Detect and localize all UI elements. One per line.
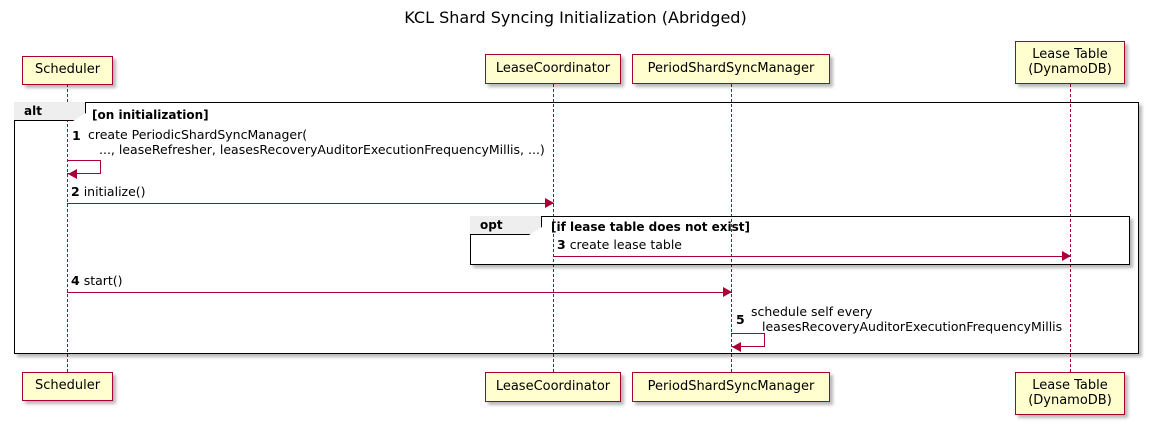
message-5-text-line2: leasesRecoveryAuditorExecutionFrequencyM…	[762, 319, 1063, 334]
message-4-arrowhead	[723, 287, 732, 297]
message-2-label: 2 initialize()	[71, 184, 146, 200]
message-4-text: start()	[83, 273, 123, 288]
lifeline-period-shard-sync-manager	[731, 84, 732, 372]
message-3-number: 3	[557, 237, 566, 252]
message-5-number-wrap: 5	[736, 312, 745, 327]
participant-label: PeriodShardSyncManager	[647, 60, 815, 76]
message-2-number: 2	[71, 184, 80, 199]
participant-lease-table-top[interactable]: Lease Table (DynamoDB)	[1015, 41, 1125, 84]
participant-label-line1: Lease Table	[1032, 46, 1108, 62]
participant-label: Scheduler	[34, 378, 101, 394]
message-1-arrowhead	[68, 169, 77, 179]
message-1-label: 1	[72, 128, 81, 143]
message-3-arrow-line	[553, 256, 1071, 257]
participant-label: PeriodShardSyncManager	[647, 378, 815, 394]
message-4-arrow-line	[67, 292, 732, 293]
participant-label-line2: (DynamoDB)	[1028, 392, 1112, 408]
message-2-text: initialize()	[83, 184, 146, 199]
lifeline-lease-coordinator	[553, 84, 554, 372]
participant-label: LeaseCoordinator	[495, 60, 611, 76]
alt-fragment-guard: [on initialization]	[92, 108, 209, 122]
message-5-text-line1: schedule self every	[751, 304, 873, 319]
participant-lease-table-bottom[interactable]: Lease Table (DynamoDB)	[1015, 372, 1125, 415]
message-3-label: 3 create lease table	[557, 237, 682, 253]
message-1-text-line2: ..., leaseRefresher, leasesRecoveryAudit…	[99, 142, 545, 157]
message-1-number: 1	[72, 128, 81, 143]
alt-fragment: alt	[14, 102, 1139, 354]
message-1-self-call-loop	[67, 160, 101, 174]
participant-scheduler-bottom[interactable]: Scheduler	[22, 372, 113, 401]
opt-fragment-guard: [if lease table does not exist]	[551, 220, 751, 234]
page-title: KCL Shard Syncing Initialization (Abridg…	[404, 8, 747, 27]
message-4-number: 4	[71, 273, 80, 288]
alt-fragment-operator-label: alt	[24, 104, 42, 118]
message-3-text: create lease table	[569, 237, 682, 252]
message-2-arrow-line	[67, 203, 554, 204]
participant-period-shard-sync-manager-top[interactable]: PeriodShardSyncManager	[632, 54, 830, 84]
participant-label-line2: (DynamoDB)	[1028, 61, 1112, 77]
message-3-arrowhead	[1062, 251, 1071, 261]
message-1-text-line1: create PeriodicShardSyncManager(	[88, 127, 308, 142]
participant-label: LeaseCoordinator	[495, 378, 611, 394]
participant-lease-coordinator-top[interactable]: LeaseCoordinator	[485, 54, 621, 84]
message-1-text: create PeriodicShardSyncManager( ..., le…	[88, 127, 545, 157]
participant-label: Scheduler	[34, 62, 101, 78]
message-2-arrowhead	[545, 198, 554, 208]
opt-fragment-operator-label: opt	[480, 218, 503, 232]
participant-scheduler-top[interactable]: Scheduler	[22, 56, 113, 85]
message-5-arrowhead	[732, 342, 741, 352]
opt-fragment: opt	[470, 216, 1130, 265]
lifeline-lease-table	[1070, 84, 1071, 372]
participant-period-shard-sync-manager-bottom[interactable]: PeriodShardSyncManager	[632, 372, 830, 402]
lifeline-scheduler	[67, 84, 68, 372]
opt-fragment-operator-tab: opt	[470, 216, 542, 235]
message-5-number: 5	[736, 312, 745, 327]
participant-label-line1: Lease Table	[1032, 377, 1108, 393]
alt-fragment-operator-tab: alt	[14, 102, 86, 121]
participant-lease-coordinator-bottom[interactable]: LeaseCoordinator	[485, 372, 621, 402]
message-5-self-call-loop	[731, 333, 765, 347]
message-4-label: 4 start()	[71, 273, 123, 289]
message-5-text: schedule self every leasesRecoveryAudito…	[751, 304, 1062, 334]
